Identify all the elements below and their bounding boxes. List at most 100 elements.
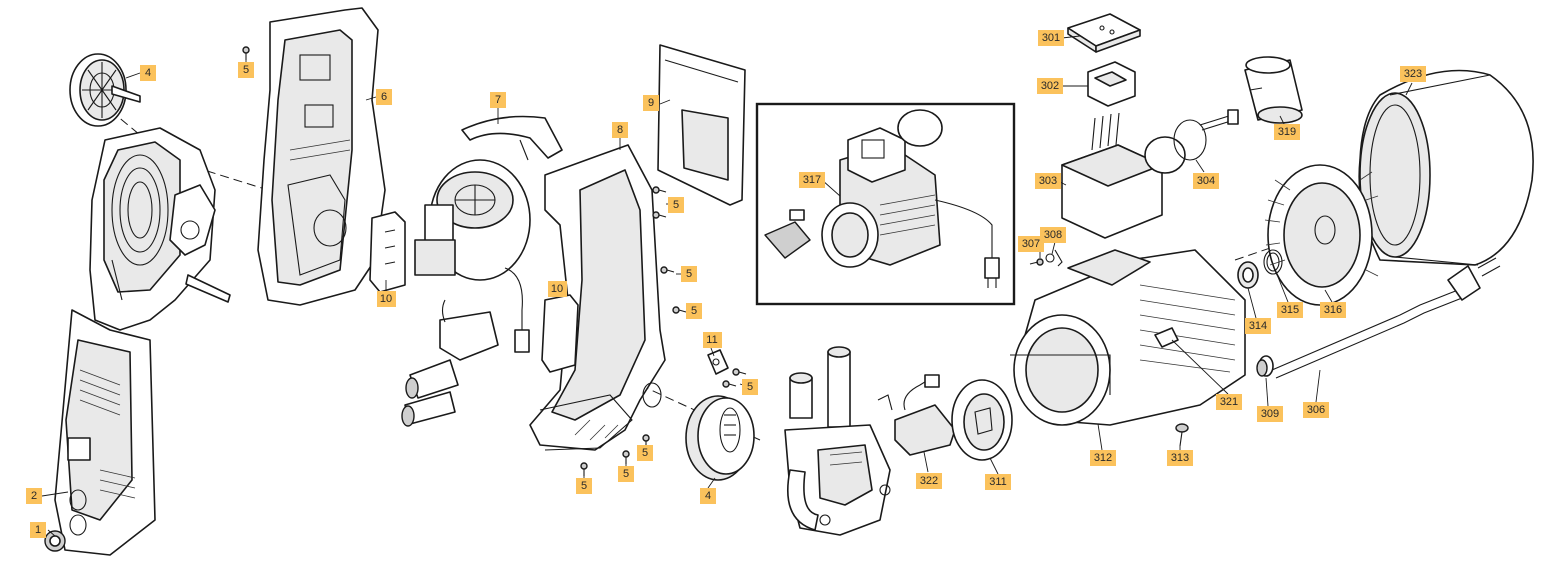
power-cord-306-part <box>1256 257 1501 379</box>
callout-303: 303 <box>1035 173 1061 189</box>
screws <box>242 46 747 476</box>
callout-312: 312 <box>1090 450 1116 466</box>
callout-5-r3: 5 <box>686 303 702 319</box>
svg-text:308: 308 <box>1044 229 1062 241</box>
svg-text:319: 319 <box>1278 126 1296 138</box>
callout-319: 319 <box>1274 124 1300 140</box>
svg-text:5: 5 <box>686 268 692 280</box>
callout-2: 2 <box>26 488 42 504</box>
callout-301: 301 <box>1038 30 1064 46</box>
washer-314-part <box>1237 261 1259 289</box>
callout-4-top: 4 <box>140 65 156 81</box>
svg-text:5: 5 <box>691 305 697 317</box>
screw-icon <box>672 306 687 314</box>
screw-icon <box>652 186 667 194</box>
callout-5-r4: 5 <box>742 379 758 395</box>
callout-11: 11 <box>703 332 722 348</box>
switch-322-part <box>877 374 956 456</box>
svg-text:8: 8 <box>617 124 623 136</box>
main-housing-part <box>54 127 231 556</box>
cover-part <box>657 44 746 206</box>
callout-309: 309 <box>1257 406 1283 422</box>
callout-323: 323 <box>1400 66 1426 82</box>
svg-text:312: 312 <box>1094 452 1112 464</box>
svg-text:5: 5 <box>243 64 249 76</box>
svg-text:323: 323 <box>1404 68 1422 80</box>
svg-text:5: 5 <box>623 468 629 480</box>
svg-text:306: 306 <box>1307 404 1325 416</box>
callout-1: 1 <box>30 522 46 538</box>
svg-text:317: 317 <box>803 174 821 186</box>
pump-head-part <box>784 346 891 536</box>
svg-text:307: 307 <box>1022 238 1040 250</box>
front-frame-part <box>529 144 666 451</box>
clip-middle-part <box>541 294 579 373</box>
callout-5-b2: 5 <box>618 466 634 482</box>
svg-text:321: 321 <box>1220 396 1238 408</box>
callout-322: 322 <box>916 473 942 489</box>
callout-314: 314 <box>1245 318 1271 334</box>
switch-302-part <box>1087 61 1136 107</box>
nut-part <box>44 530 66 552</box>
callout-306: 306 <box>1303 402 1329 418</box>
callout-9: 9 <box>643 95 659 111</box>
svg-text:9: 9 <box>648 97 654 109</box>
callout-5-r2: 5 <box>681 266 697 282</box>
svg-text:315: 315 <box>1281 304 1299 316</box>
callout-316: 316 <box>1320 302 1346 318</box>
switch-cover-301-part <box>1067 13 1141 53</box>
bracket-part <box>707 349 729 375</box>
callout-313: 313 <box>1167 450 1193 466</box>
handle-part <box>461 115 563 161</box>
terminal-box-303-part <box>1061 112 1186 239</box>
screw-icon <box>660 266 675 274</box>
svg-text:4: 4 <box>705 490 711 502</box>
svg-text:304: 304 <box>1197 175 1215 187</box>
wheel-upper-part <box>69 53 141 127</box>
ring-304-part <box>1173 109 1239 161</box>
callout-321: 321 <box>1216 394 1242 410</box>
clip-left-part <box>369 211 406 293</box>
svg-text:313: 313 <box>1171 452 1189 464</box>
callout-315: 315 <box>1277 302 1303 318</box>
motor-housing-312-part <box>1010 249 1246 426</box>
callout-302: 302 <box>1037 78 1063 94</box>
screw-icon <box>580 462 588 476</box>
callout-7: 7 <box>490 92 506 108</box>
capacitor-319-part <box>1244 56 1303 124</box>
callout-5-b1: 5 <box>637 445 653 461</box>
svg-text:322: 322 <box>920 475 938 487</box>
svg-text:10: 10 <box>380 293 392 305</box>
fan-cover-323-part <box>1358 69 1534 266</box>
callout-308: 308 <box>1040 227 1066 243</box>
svg-text:309: 309 <box>1261 408 1279 420</box>
callout-10-left: 10 <box>377 291 396 307</box>
motor-pump-assembly <box>401 159 531 427</box>
screw-icon <box>652 211 667 219</box>
callout-307: 307 <box>1018 236 1044 252</box>
svg-text:314: 314 <box>1249 320 1267 332</box>
callout-5-top-left: 5 <box>238 62 254 78</box>
svg-text:303: 303 <box>1039 175 1057 187</box>
screw-icon <box>722 380 737 388</box>
callout-5-b3: 5 <box>576 478 592 494</box>
callout-4-bottom: 4 <box>700 488 716 504</box>
callout-311: 311 <box>985 474 1011 490</box>
svg-text:5: 5 <box>642 447 648 459</box>
screw-313-part <box>1175 423 1189 447</box>
screw-icon <box>622 450 630 464</box>
svg-text:311: 311 <box>989 476 1007 488</box>
svg-text:5: 5 <box>581 480 587 492</box>
svg-text:316: 316 <box>1324 304 1342 316</box>
callout-10-middle: 10 <box>548 281 567 297</box>
svg-text:4: 4 <box>145 67 151 79</box>
leader-lines <box>41 35 1413 537</box>
svg-text:2: 2 <box>31 490 37 502</box>
svg-text:11: 11 <box>706 334 717 346</box>
hardware-307-308-part <box>1029 249 1063 267</box>
wheel-lower-part <box>685 395 755 481</box>
screw-icon <box>732 368 747 376</box>
callout-317: 317 <box>799 172 825 188</box>
svg-text:301: 301 <box>1042 32 1060 44</box>
